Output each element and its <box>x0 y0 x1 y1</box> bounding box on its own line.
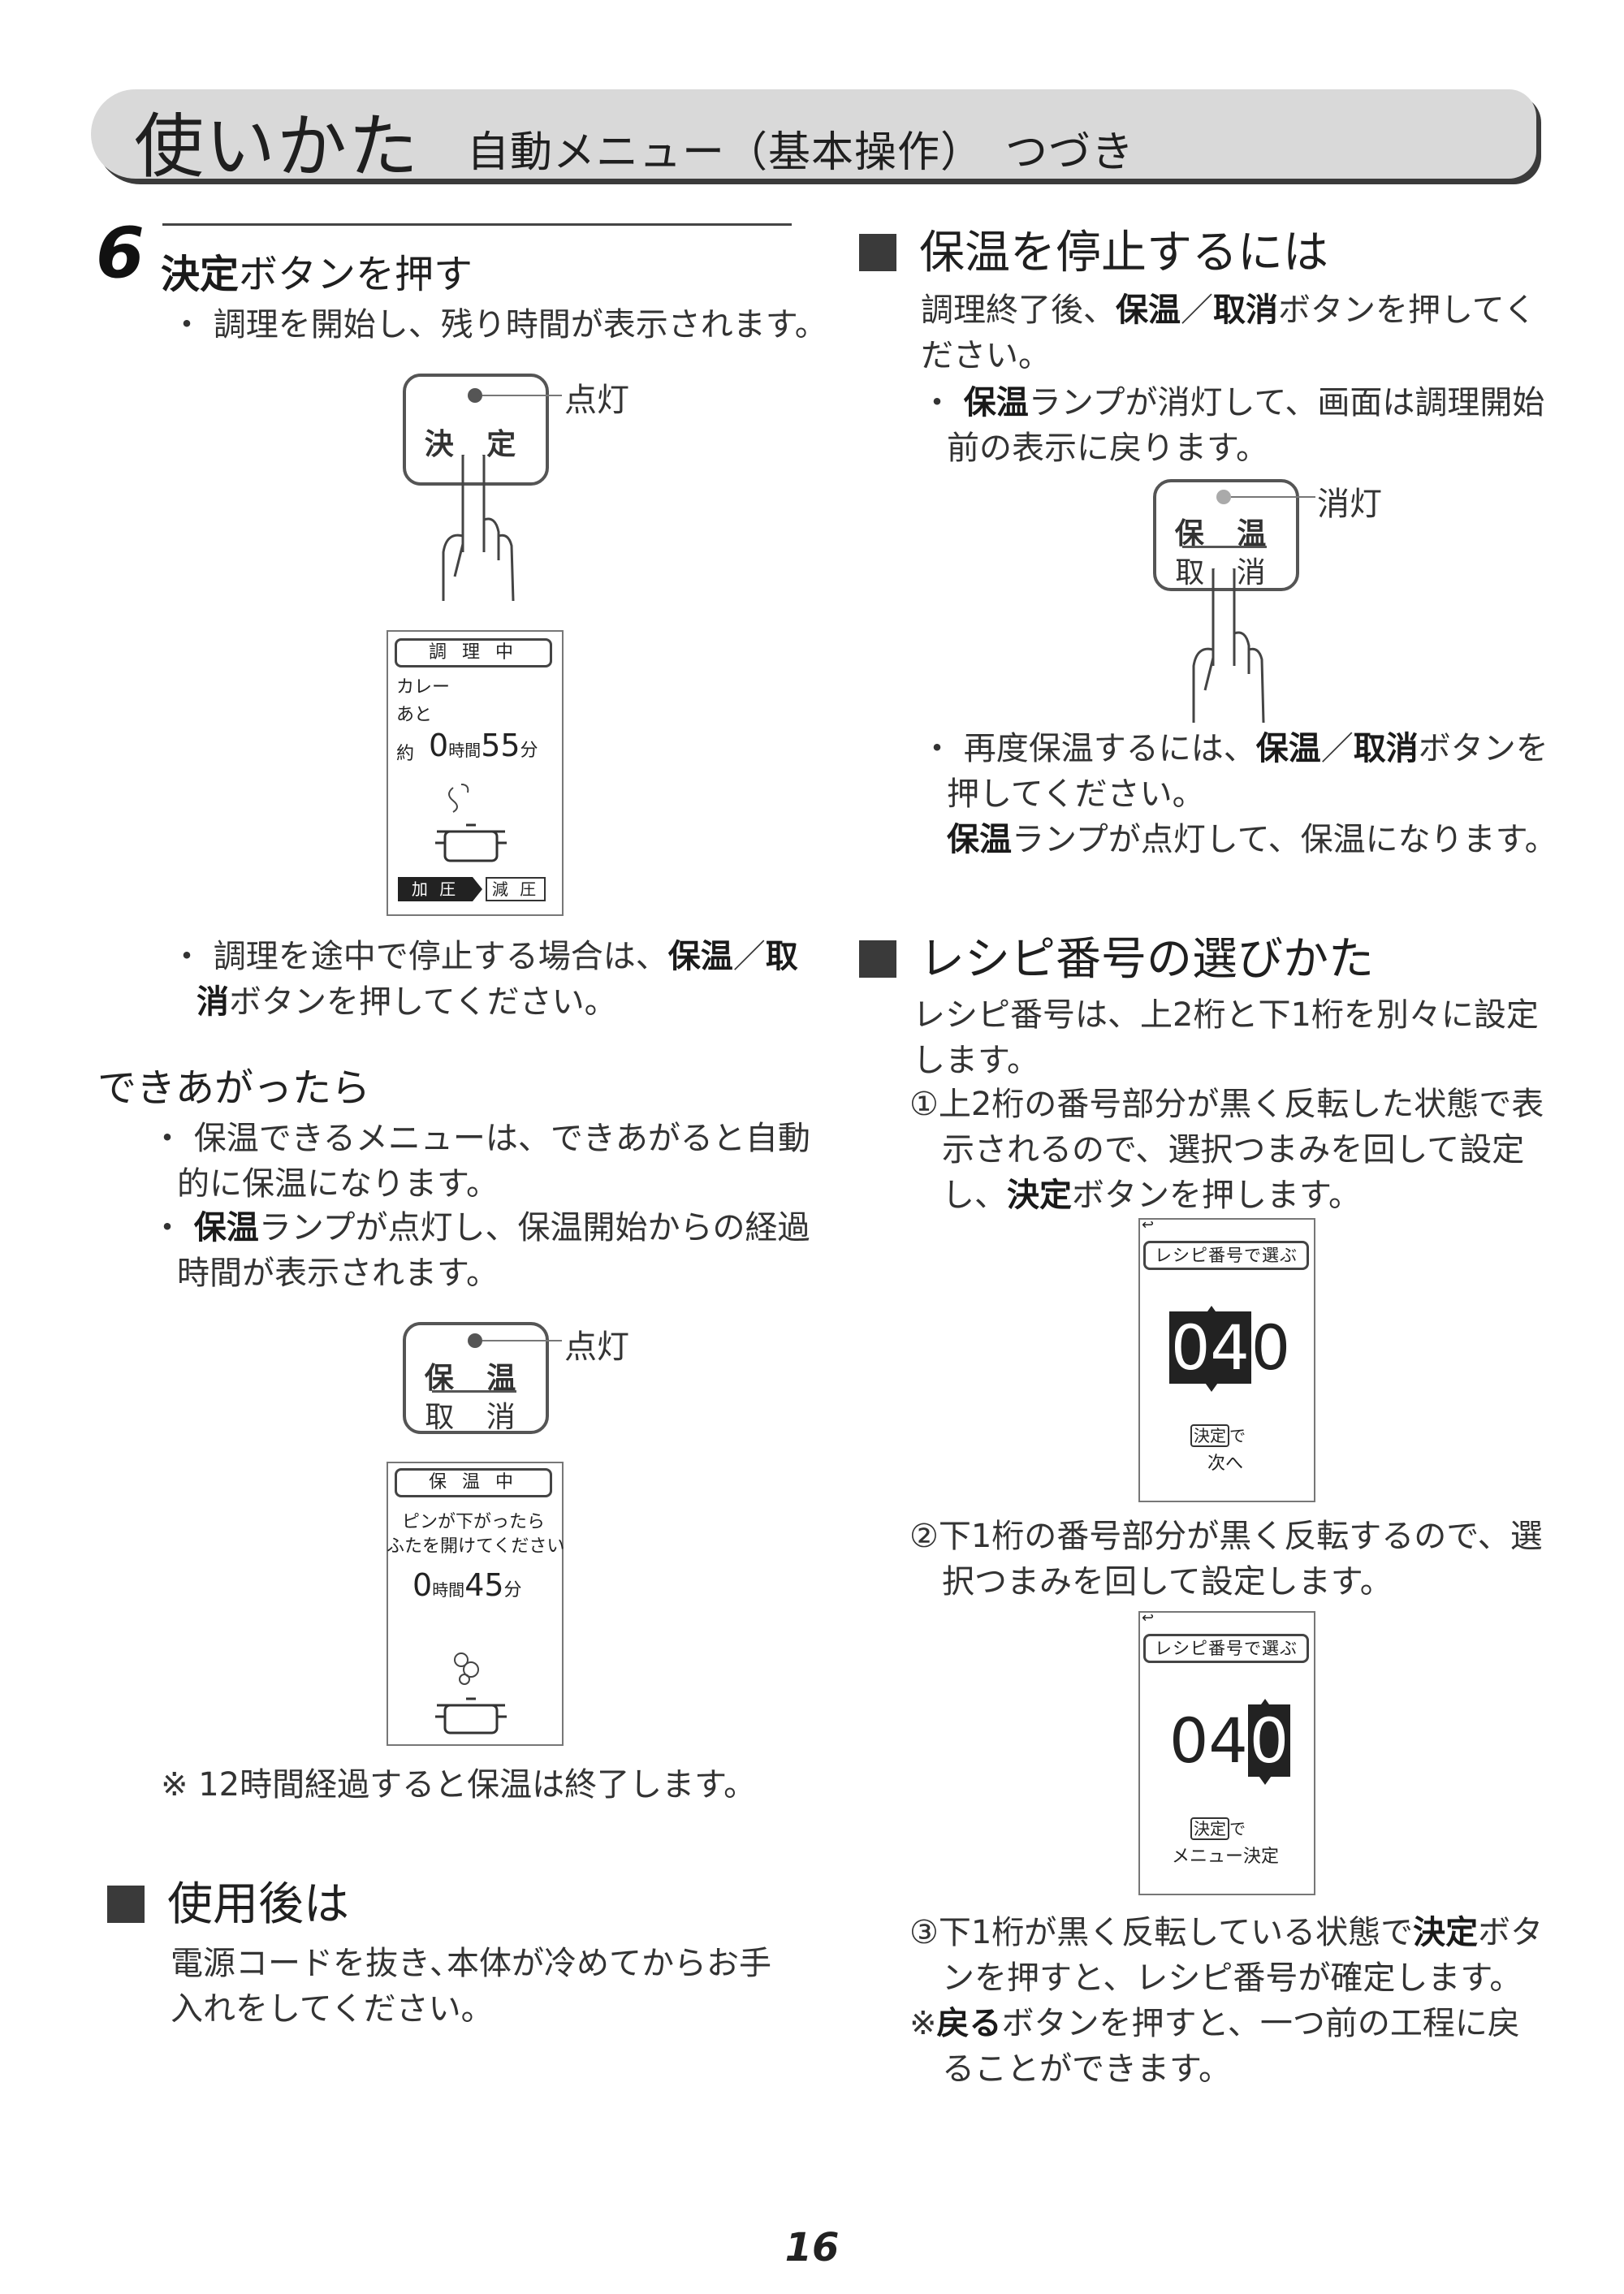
lower-digit-highlighted: 0 <box>1247 1704 1291 1777</box>
decide-lamp-callout: 点灯 <box>564 382 629 419</box>
cancel-label: 取 消 <box>1175 556 1277 590</box>
step6-title: 決定ボタンを押す <box>161 252 473 297</box>
step-rule <box>162 223 792 226</box>
page-title: 使いかた <box>134 106 420 188</box>
steaming-pot-icon <box>435 1652 507 1735</box>
after-use-heading: 使用後は <box>107 1868 349 1933</box>
recipe-number-heading: レシピ番号の選びかた <box>859 922 1374 988</box>
recipe-digits-display: 040 <box>1169 1311 1290 1384</box>
stage-depressurize: 減 圧 <box>486 877 546 901</box>
cooking-status-tag: 調 理 中 <box>395 638 552 667</box>
cancel-label: 取 消 <box>425 1401 527 1434</box>
down-arrow-icon <box>1257 1773 1273 1785</box>
back-icon: ↩ <box>1142 1609 1155 1627</box>
callout-line <box>482 1340 562 1341</box>
after-use-text: 電源コードを抜き､本体が冷めてからお手入れをしてください。 <box>171 1945 771 2028</box>
stop-cooking-note: ・ 調理を途中で停止する場合は、保温／取 消ボタンを押してください。 <box>171 938 798 1021</box>
button-divider <box>432 1390 516 1393</box>
pressing-finger-icon <box>1192 568 1265 723</box>
screen1-key-hint: 決定で <box>1190 1423 1246 1447</box>
keep-warm-lamp-off-callout: 消灯 <box>1317 486 1382 523</box>
decide-button-label: 決 定 <box>424 428 528 461</box>
page-subtitle: 自動メニュー（基本操作） つづき <box>467 128 1135 177</box>
done-heading: できあがったら <box>97 1065 371 1111</box>
done-bullet-2: ・ 保温ランプが点灯し、保温開始からの経過時間が表示されます。 <box>151 1209 810 1292</box>
recipe-select-tag: レシピ番号で選ぶ <box>1143 1634 1309 1663</box>
recipe-step-1: ①上2桁の番号部分が黒く反転した状態で表 示されるので、選択つまみを回して設定 … <box>909 1086 1544 1214</box>
keep-warm-lamp-icon <box>468 1333 482 1348</box>
stop-keep-warm-text: 調理終了後、保温／取消ボタンを押してく ださい。 <box>921 292 1536 374</box>
stop-keep-warm-bullet-1: ・ 保温ランプが消灯して、画面は調理開始 前の表示に戻ります。 <box>921 384 1545 467</box>
recipe-intro: レシピ番号は、上2桁と下1桁を別々に設定します。 <box>913 996 1539 1079</box>
screen-approx-label: 約 <box>396 744 415 764</box>
keep-warm-status-tag: 保 温 中 <box>395 1468 552 1497</box>
step6-bullet: ・ 調理を開始し、残り時間が表示されます。 <box>171 306 827 343</box>
stage-arrow-icon <box>473 877 482 901</box>
screen-elapsed-time: 0時間45分 <box>412 1567 522 1603</box>
section-square-icon <box>859 940 896 978</box>
decide-lamp-icon <box>468 388 482 403</box>
pressing-finger-icon <box>442 455 515 601</box>
header-banner <box>91 89 1536 179</box>
keep-warm-label: 保 温 <box>1174 517 1278 551</box>
step-number: 6 <box>96 213 145 294</box>
upper-digits: 04 <box>1169 1704 1248 1777</box>
section-square-icon <box>859 234 896 271</box>
keep-warm-end-note: ※ 12時間経過すると保温は終了します。 <box>161 1766 757 1804</box>
screen2-key-hint: 決定で <box>1190 1816 1246 1840</box>
screen2-menu-confirm-label: メニュー決定 <box>1171 1847 1279 1867</box>
keep-warm-lamp-callout: 点灯 <box>564 1328 629 1366</box>
keep-warm-lamp-off-icon <box>1216 490 1231 504</box>
screen-message-line-1: ピンが下がったら <box>401 1512 545 1532</box>
done-bullet-1: ・ 保温できるメニューは、できあがると自動的に保温になります。 <box>151 1120 810 1203</box>
recipe-digits-display: 040 <box>1169 1704 1291 1777</box>
page-number: 16 <box>784 2225 840 2270</box>
keep-warm-label: 保 温 <box>424 1362 528 1395</box>
back-icon: ↩ <box>1142 1216 1155 1233</box>
stage-pressurize: 加 圧 <box>398 877 473 901</box>
section-square-icon <box>107 1886 145 1923</box>
stop-keep-warm-heading: 保温を停止するには <box>859 216 1328 282</box>
screen-message-line-2: ふたを開けてください <box>387 1536 565 1557</box>
callout-line <box>1231 496 1315 498</box>
stop-keep-warm-bullet-2: ・ 再度保温するには、保温／取消ボタンを 押してください。 保温ランプが点灯して… <box>921 730 1557 858</box>
screen1-next-label: 次へ <box>1207 1454 1243 1474</box>
pot-icon <box>435 784 507 862</box>
screen-remain-label: あと <box>396 705 433 725</box>
recipe-select-tag: レシピ番号で選ぶ <box>1143 1241 1309 1270</box>
screen-remaining-time: 0時間55分 <box>429 728 538 763</box>
callout-line <box>482 395 562 396</box>
screen-menu-name: カレー <box>396 677 451 698</box>
button-divider <box>1182 546 1267 548</box>
recipe-step-3: ③下1桁が黒く反転している状態で決定ボタ ンを押すと、レシピ番号が確定します。 … <box>909 1914 1544 2088</box>
keep-warm-screen <box>387 1462 564 1746</box>
down-arrow-icon <box>1203 1380 1220 1392</box>
cooking-screen <box>387 630 564 916</box>
recipe-step-2: ②下1桁の番号部分が黒く反転するので、選 択つまみを回して設定します。 <box>909 1518 1543 1601</box>
lower-digit: 0 <box>1250 1311 1291 1384</box>
upper-digits-highlighted: 04 <box>1169 1311 1251 1384</box>
